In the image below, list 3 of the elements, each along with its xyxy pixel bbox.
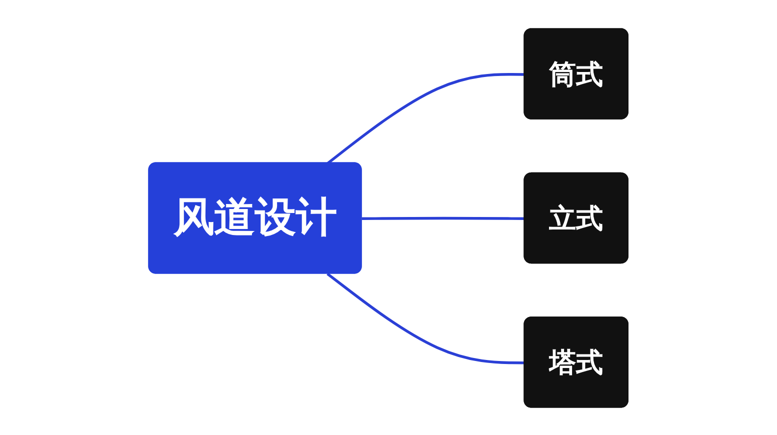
connector — [362, 216, 526, 220]
connector — [326, 272, 526, 364]
mind-map: 风道设计 筒式 立式 塔式 — [138, 18, 639, 418]
